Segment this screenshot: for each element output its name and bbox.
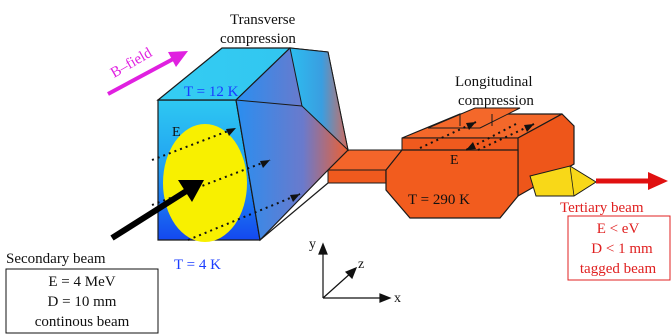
transverse-title-line2: compression xyxy=(220,31,296,47)
temperature-right-label: T = 290 K xyxy=(408,192,470,208)
longitudinal-title-line1: Longitudinal xyxy=(455,74,533,90)
axis-z-label: z xyxy=(358,257,364,272)
tertiary-mode: tagged beam xyxy=(580,261,657,277)
secondary-beam-arrow xyxy=(110,180,204,241)
longitudinal-block xyxy=(385,107,575,219)
beam-disk xyxy=(163,124,247,242)
bfield-label: B–field xyxy=(108,45,155,82)
bfield-arrow xyxy=(107,51,188,96)
tertiary-beam-info-box: E < eV D < 1 mm tagged beam xyxy=(567,215,671,281)
secondary-diameter: D = 10 mm xyxy=(48,294,117,310)
axis-x-label: x xyxy=(394,291,401,306)
exit-cone xyxy=(529,165,597,197)
tertiary-beam-label: Tertiary beam xyxy=(560,200,644,216)
efield-label-left: E xyxy=(172,125,181,140)
secondary-energy: E = 4 MeV xyxy=(48,274,115,290)
axis-y-label: y xyxy=(309,237,316,252)
tertiary-diameter: D < 1 mm xyxy=(591,241,653,257)
secondary-beam-label: Secondary beam xyxy=(6,251,106,267)
longitudinal-front-face xyxy=(385,149,519,219)
coordinate-axes xyxy=(318,242,392,303)
longitudinal-title-line2: compression xyxy=(458,93,534,109)
secondary-beam-info-box: E = 4 MeV D = 10 mm continous beam xyxy=(5,268,159,334)
temperature-bottom-label: T = 4 K xyxy=(174,257,221,273)
transverse-title-line1: Transverse xyxy=(230,12,296,28)
tertiary-energy: E < eV xyxy=(597,221,640,237)
temperature-top-label: T = 12 K xyxy=(184,84,239,100)
secondary-mode: continous beam xyxy=(35,314,130,330)
efield-label-right: E xyxy=(450,153,459,168)
tertiary-beam-arrow xyxy=(596,172,668,190)
e-field-lines-right xyxy=(419,121,535,151)
e-field-lines-left xyxy=(151,127,301,241)
